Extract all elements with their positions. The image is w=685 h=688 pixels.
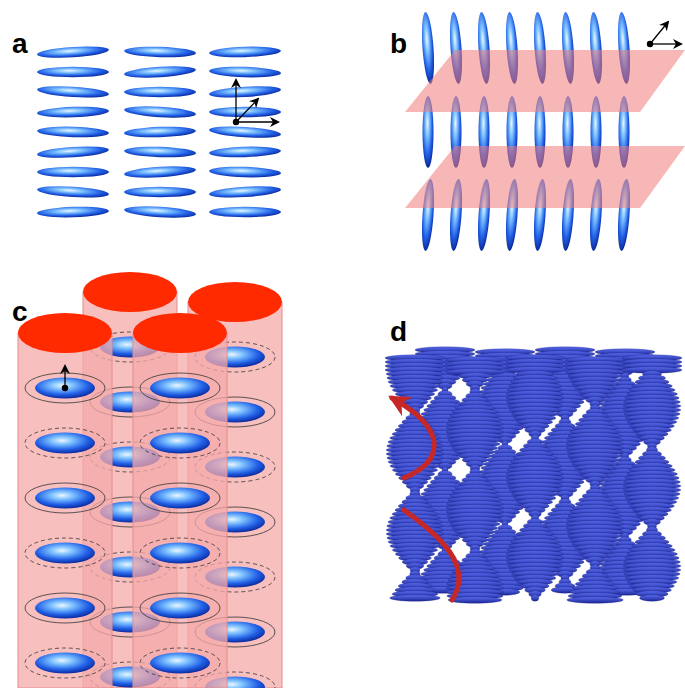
molecule-ellipse <box>37 45 110 60</box>
disk-ring <box>140 483 220 513</box>
molecule-ellipse <box>124 187 196 197</box>
disk-ring <box>25 538 105 568</box>
director-arrow <box>235 80 236 122</box>
twisted-molecule <box>640 595 665 601</box>
disk-molecule <box>35 653 95 674</box>
disk-molecule <box>35 488 95 509</box>
molecule-ellipse <box>37 167 109 177</box>
cylinder-top <box>83 272 177 312</box>
molecule-ellipse <box>124 165 197 180</box>
molecule-ellipse <box>124 146 196 159</box>
panel-letter: b <box>390 30 407 58</box>
molecule-ellipse <box>209 146 281 159</box>
molecule-ellipse <box>209 125 282 140</box>
column-cylinder <box>133 333 227 688</box>
molecule-ellipse <box>209 166 281 179</box>
panel-letter: c <box>12 298 28 326</box>
disk-molecule <box>150 378 210 399</box>
origin-dot <box>62 385 68 391</box>
disk-molecule <box>150 543 210 564</box>
disk-molecule <box>150 488 210 509</box>
molecule-ellipse <box>209 84 282 99</box>
molecule-ellipse <box>209 66 281 79</box>
molecule-ellipse <box>37 106 109 119</box>
director-arrow <box>650 22 668 44</box>
disk-molecule <box>35 543 95 564</box>
cylinder-top <box>18 313 112 353</box>
columnar-panel <box>18 272 282 688</box>
twisted-molecule <box>531 595 539 601</box>
director-arrow <box>64 366 65 388</box>
layer-plane <box>405 50 685 112</box>
disk-ring <box>25 483 105 513</box>
molecule-ellipse <box>209 46 281 59</box>
molecule-ellipse <box>37 145 110 160</box>
director-arrow <box>650 43 681 44</box>
helix-arrow <box>392 398 434 478</box>
molecule-ellipse <box>124 46 196 59</box>
molecule-ellipse <box>37 126 109 139</box>
molecule-ellipse <box>37 67 109 77</box>
molecule-ellipse <box>37 84 110 99</box>
disk-ring <box>140 373 220 403</box>
molecule-ellipse <box>209 207 281 217</box>
twisted-molecule <box>567 597 623 603</box>
disk-ring <box>140 593 220 623</box>
disk-molecule <box>150 433 210 454</box>
disk-ring <box>140 648 220 678</box>
director-arrow <box>236 121 278 122</box>
molecule-ellipse <box>209 184 282 199</box>
column-cylinder <box>18 333 112 688</box>
molecule-ellipse <box>37 206 109 219</box>
molecule-ellipse <box>124 205 197 220</box>
smectic-panel <box>405 12 685 252</box>
cholesteric-panel <box>385 347 682 603</box>
cylinder-top <box>133 313 227 353</box>
molecule-ellipse <box>124 87 196 97</box>
molecule-ellipse <box>420 12 436 85</box>
disk-molecule <box>35 433 95 454</box>
molecule-ellipse <box>124 105 197 120</box>
origin-dot <box>233 119 239 125</box>
disk-ring <box>140 538 220 568</box>
twisted-molecule <box>390 595 441 601</box>
disk-molecule <box>150 653 210 674</box>
disk-ring <box>25 428 105 458</box>
helix-arrow <box>404 510 459 600</box>
layer-plane <box>405 146 685 208</box>
disk-molecule <box>35 598 95 619</box>
panel-letter: a <box>12 30 28 58</box>
disk-ring <box>25 648 105 678</box>
disk-ring <box>140 428 220 458</box>
director-arrow <box>236 99 258 122</box>
panel-letter: d <box>390 318 407 346</box>
disk-ring <box>25 593 105 623</box>
molecule-ellipse <box>124 65 197 80</box>
disk-molecule <box>150 598 210 619</box>
origin-dot <box>647 41 653 47</box>
nematic-panel <box>37 45 282 220</box>
molecule-ellipse <box>124 126 196 139</box>
molecule-ellipse <box>37 184 110 199</box>
